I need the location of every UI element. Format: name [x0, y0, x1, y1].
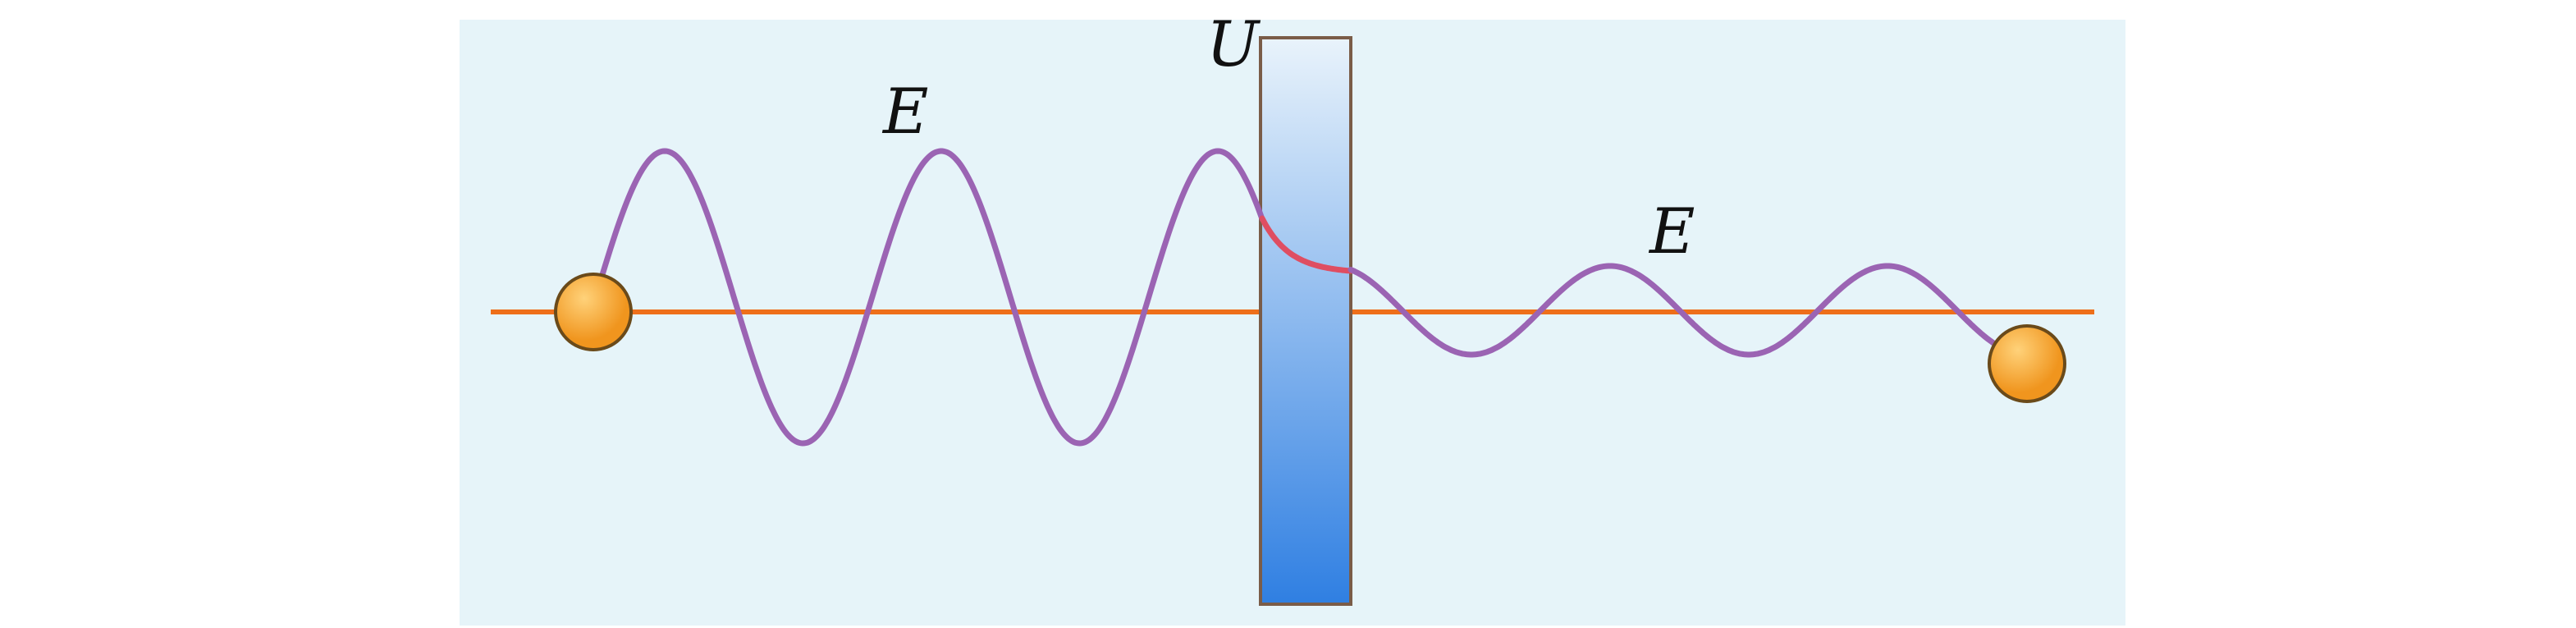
incident-wave	[596, 148, 1265, 447]
barrier-height-label: U	[1206, 7, 1261, 80]
transmitted-wave	[1347, 263, 1997, 358]
incident-particle-icon	[554, 273, 633, 351]
potential-barrier	[1259, 36, 1352, 606]
decaying-wave-in-barrier	[1259, 215, 1354, 274]
transmitted-particle-icon	[1988, 324, 2066, 403]
transmitted-energy-label: E	[1648, 195, 1695, 268]
incident-energy-label: E	[881, 75, 928, 148]
